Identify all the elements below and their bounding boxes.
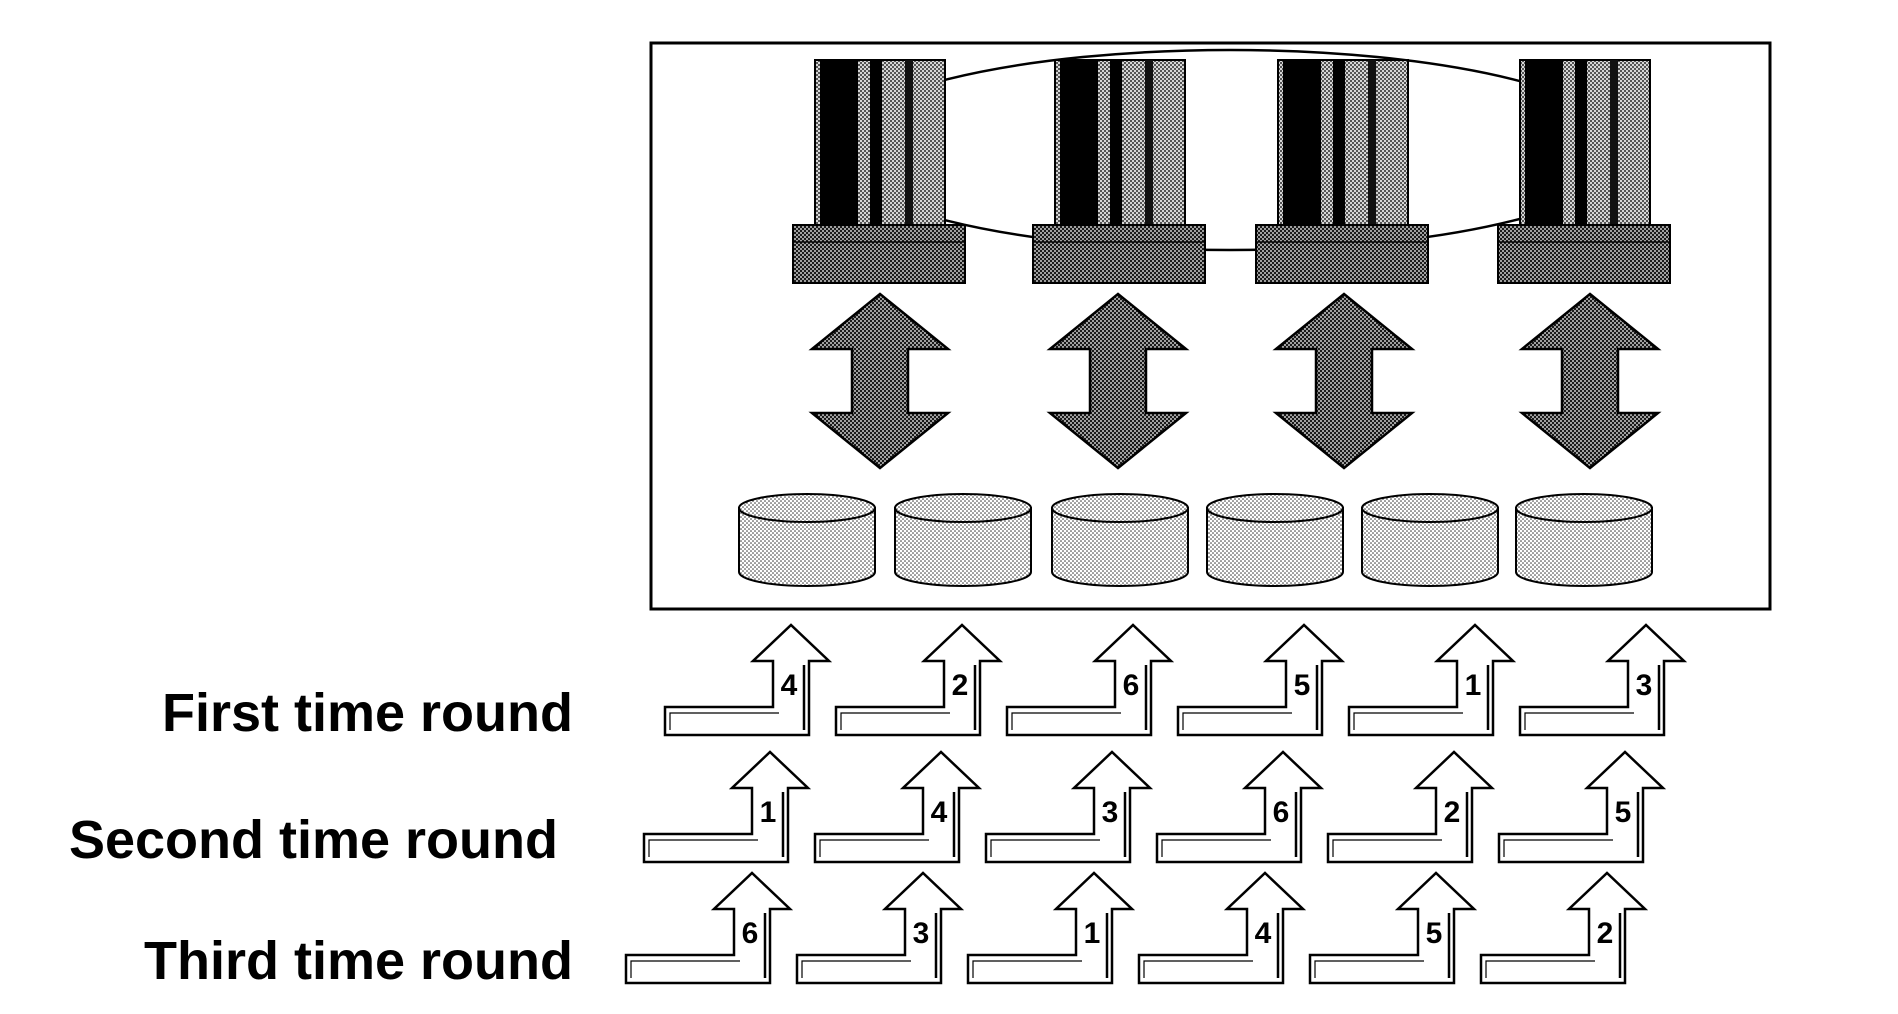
request-number: 1 <box>1465 669 1482 702</box>
round-row-3: 6 3 1 4 5 2 <box>624 871 1649 985</box>
request-arrow: 4 <box>663 623 833 737</box>
request-arrow: 6 <box>1155 750 1325 864</box>
request-number: 6 <box>742 917 759 950</box>
request-number: 4 <box>781 669 798 702</box>
server-icon <box>792 59 966 284</box>
request-number: 6 <box>1273 796 1290 829</box>
request-number: 2 <box>952 669 969 702</box>
server-icon <box>1032 59 1206 284</box>
request-arrow: 3 <box>795 871 965 985</box>
request-number: 3 <box>913 917 930 950</box>
request-arrow: 1 <box>1347 623 1517 737</box>
request-number: 6 <box>1123 669 1140 702</box>
request-arrow: 2 <box>1326 750 1496 864</box>
disks <box>738 493 1653 587</box>
request-arrow: 5 <box>1176 623 1346 737</box>
request-number: 3 <box>1102 796 1119 829</box>
servers <box>792 59 1671 284</box>
request-number: 2 <box>1597 917 1614 950</box>
request-arrow: 1 <box>642 750 812 864</box>
server-icon <box>1255 59 1429 284</box>
disk-icon <box>894 493 1032 587</box>
request-arrow: 6 <box>624 871 794 985</box>
disk-icon <box>738 493 876 587</box>
request-rounds: 4 2 6 5 1 3 1 4 3 6 2 5 6 3 1 4 5 2 <box>624 623 1688 985</box>
bidirectional-arrow-icon <box>808 292 952 470</box>
server-icon <box>1497 59 1671 284</box>
request-number: 5 <box>1294 669 1311 702</box>
request-arrow: 3 <box>1518 623 1688 737</box>
round-row-2: 1 4 3 6 2 5 <box>642 750 1667 864</box>
request-number: 5 <box>1426 917 1443 950</box>
request-arrow: 4 <box>813 750 983 864</box>
request-number: 1 <box>760 796 777 829</box>
request-arrow: 1 <box>966 871 1136 985</box>
bidirectional-arrow-icon <box>1518 292 1662 470</box>
round-label-3: Third time round <box>144 931 573 991</box>
round-label-2: Second time round <box>68 810 558 870</box>
bidirectional-arrow-icon <box>1272 292 1416 470</box>
bidirectional-arrows <box>808 292 1662 470</box>
request-arrow: 5 <box>1308 871 1478 985</box>
request-number: 1 <box>1084 917 1101 950</box>
request-number: 2 <box>1444 796 1461 829</box>
disk-icon <box>1515 493 1653 587</box>
request-number: 3 <box>1636 669 1653 702</box>
round-row-1: 4 2 6 5 1 3 <box>663 623 1688 737</box>
request-arrow: 2 <box>834 623 1004 737</box>
disk-icon <box>1206 493 1344 587</box>
request-arrow: 3 <box>984 750 1154 864</box>
request-arrow: 2 <box>1479 871 1649 985</box>
request-number: 4 <box>1255 917 1272 950</box>
request-arrow: 5 <box>1497 750 1667 864</box>
disk-icon <box>1051 493 1189 587</box>
request-arrow: 4 <box>1137 871 1307 985</box>
request-number: 4 <box>931 796 948 829</box>
request-number: 5 <box>1615 796 1632 829</box>
bidirectional-arrow-icon <box>1046 292 1190 470</box>
round-label-1: First time round <box>161 683 573 743</box>
request-arrow: 6 <box>1005 623 1175 737</box>
disk-icon <box>1361 493 1499 587</box>
